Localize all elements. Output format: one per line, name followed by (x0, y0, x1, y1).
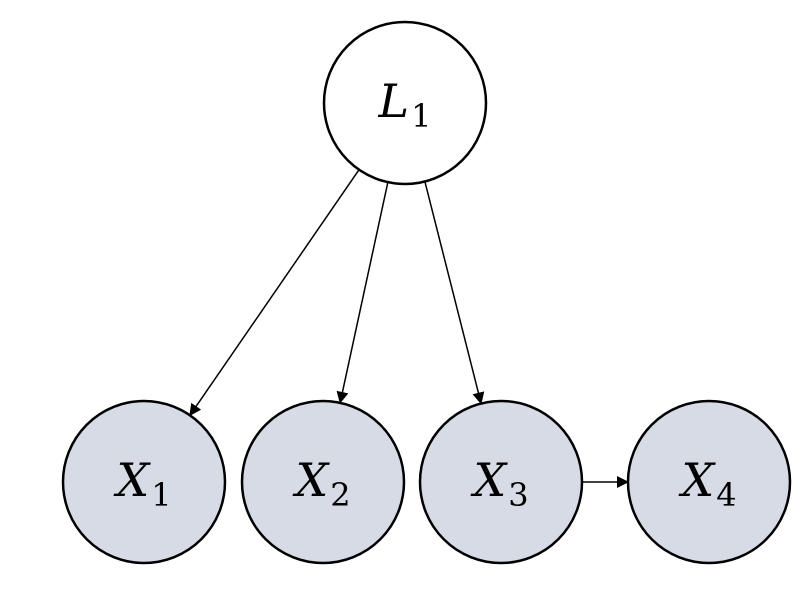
node-x4-label: X4 (678, 453, 736, 514)
node-x2-label-subscript: 2 (330, 476, 350, 514)
edge-l1-to-x2 (336, 182, 389, 404)
node-x1-label-base: X (113, 453, 151, 507)
node-x2-label: X2 (292, 453, 350, 514)
node-x4-label-subscript: 4 (716, 476, 736, 514)
node-x3-circle (418, 399, 584, 565)
node-x1: X1 (61, 399, 227, 565)
node-x2: X2 (240, 399, 406, 565)
edge-l1-to-x3 (424, 181, 485, 405)
node-l1-label-base: L (378, 74, 410, 128)
node-x3-label-base: X (470, 453, 508, 507)
node-x1-label: X1 (113, 453, 171, 514)
node-l1-circle (322, 20, 488, 186)
node-x4: X4 (626, 399, 792, 565)
edge-l1-to-x1 (189, 169, 360, 417)
node-x4-label-base: X (678, 453, 716, 507)
edges (189, 169, 629, 488)
node-x1-label-subscript: 1 (151, 476, 171, 514)
node-x1-circle (61, 399, 227, 565)
node-x3-label-subscript: 3 (508, 476, 528, 514)
node-l1: L1 (322, 20, 488, 186)
node-l1-label: L1 (378, 74, 432, 135)
node-l1-label-subscript: 1 (411, 97, 431, 135)
node-x2-circle (240, 399, 406, 565)
node-x3: X3 (418, 399, 584, 565)
node-x2-label-base: X (292, 453, 330, 507)
node-x3-label: X3 (470, 453, 528, 514)
node-x4-circle (626, 399, 792, 565)
